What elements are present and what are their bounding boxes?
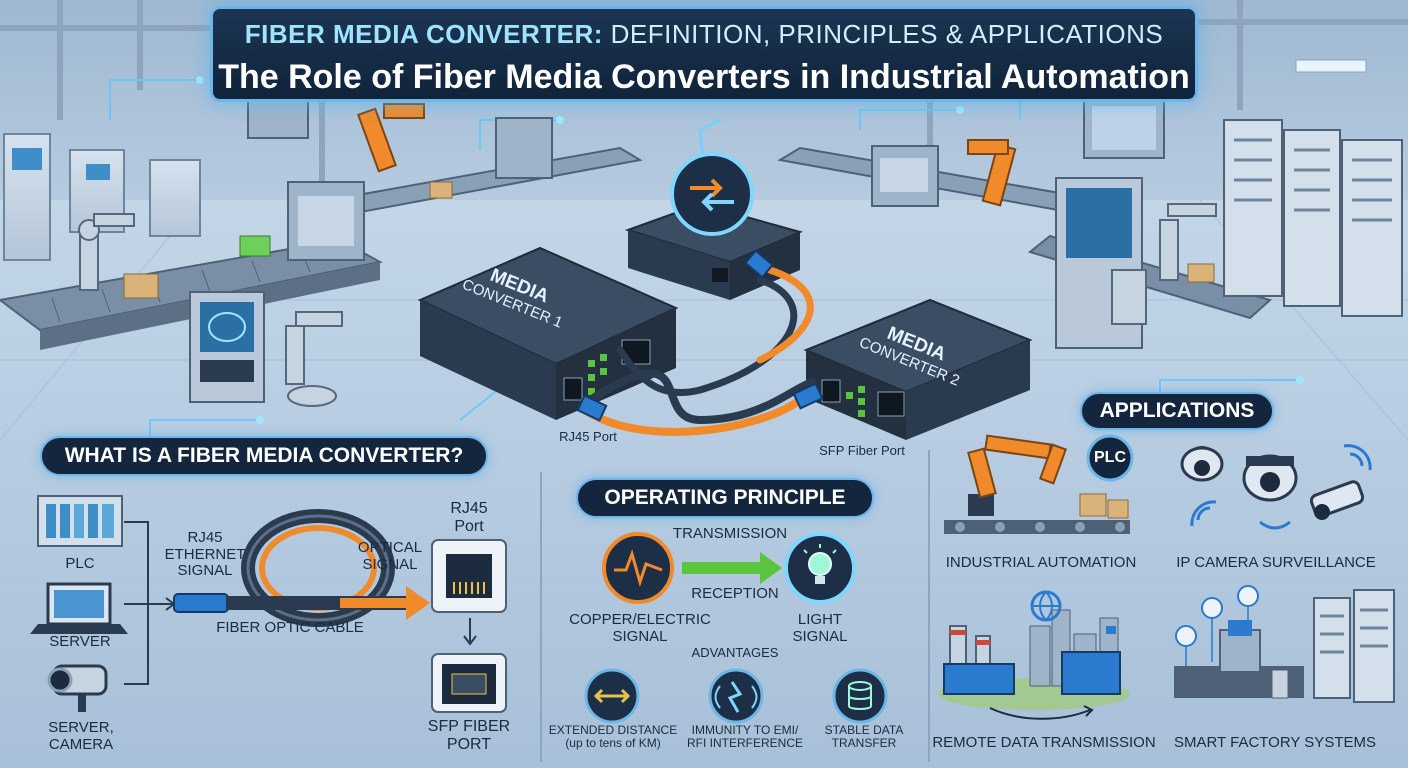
advantages-heading: ADVANTAGES [691,645,779,660]
plc-badge: PLC [1094,449,1126,466]
remote-data-transmission-icon [938,590,1130,720]
title-subheading: FIBER MEDIA CONVERTER: DEFINITION, PRINC… [213,19,1195,50]
advantage-1-line-2: (up to tens of KM) [565,736,661,751]
optical-signal-line-1: OPTICAL [357,539,423,556]
rj45-signal-line-2: ETHERNET [164,545,246,563]
light-signal-icon [784,532,856,604]
applications-diagram [938,434,1395,720]
app-smart-factory-label: SMART FACTORY SYSTEMS [1173,734,1376,751]
light-signal-line-2: SIGNAL [792,627,848,645]
light-signal-label: LIGHT SIGNAL [780,611,860,645]
fiber-optic-cable-label: FIBER OPTIC CABLE [216,619,364,636]
device-server-camera-line-1: SERVER, [48,719,114,736]
sfp-port-line-1: SFP FIBER [427,718,511,735]
advantage-emi-immunity: IMMUNITY TO EMI/ RFI INTERFERENCE [680,723,810,751]
rj45-port-callout: RJ45 Port [559,429,617,444]
plc-device-icon [37,495,123,547]
emi-immunity-icon [708,668,764,724]
rj45-signal-line-1: RJ45 [187,529,223,546]
converter-icon [670,152,754,236]
light-signal-line-1: LIGHT [797,611,843,628]
title-subheading-rest: DEFINITION, PRINCIPLES & APPLICATIONS [602,19,1164,49]
fiber-cables [578,266,816,436]
media-converter-2 [803,298,1033,440]
copper-signal-icon [602,532,674,604]
device-plc-label: PLC [65,555,95,572]
rj45-ethernet-signal-label: RJ45 ETHERNET SIGNAL [160,529,250,580]
advantage-extended-distance: EXTENDED DISTANCE (up to tens of KM) [546,723,680,751]
title-subheading-bold: FIBER MEDIA CONVERTER: [244,19,603,49]
divider-left [540,472,542,762]
optical-signal-label: OPTICAL SIGNAL [350,539,430,573]
rj45-port-line-2: Port [454,517,484,535]
divider-right [928,450,930,762]
camera-icon [47,664,108,712]
advantage-2-line-1: IMMUNITY TO EMI/ [691,723,799,737]
fiber-coil [241,509,395,627]
transmission-arrow [682,552,782,584]
device-server-camera-line-2: CAMERA [48,735,114,753]
copper-signal-line-2: SIGNAL [612,627,668,645]
page-title: The Role of Fiber Media Converters in In… [218,58,1190,96]
advantage-stable-data: STABLE DATA TRANSFER [814,723,914,751]
operating-principle-heading: OPERATING PRINCIPLE [576,478,874,518]
device-server-label: SERVER [49,633,111,650]
what-is-heading: WHAT IS A FIBER MEDIA CONVERTER? [40,436,488,476]
reception-label: RECEPTION [691,585,779,602]
stable-data-icon [832,668,888,724]
app-remote-data-label: REMOTE DATA TRANSMISSION [932,734,1156,751]
copper-signal-label: COPPER/ELECTRIC SIGNAL [556,611,724,645]
transmission-label: TRANSMISSION [672,525,788,542]
advantage-3-line-2: TRANSFER [831,736,897,751]
media-converter-1 [417,246,679,420]
rj45-port-icon [431,539,507,613]
advantage-1-line-1: EXTENDED DISTANCE [548,723,678,737]
app-industrial-automation-label: INDUSTRIAL AUTOMATION [945,554,1137,571]
copper-signal-line-1: COPPER/ELECTRIC [569,611,711,628]
sfp-fiber-port-label: SFP FIBER PORT [420,718,518,753]
device-server-camera-label: SERVER, CAMERA [36,719,126,753]
advantage-2-line-2: RFI INTERFERENCE [686,736,803,751]
sfp-port-icon [431,653,507,713]
ip-camera-icon [1180,444,1372,530]
sfp-port-line-2: PORT [446,735,492,753]
rj45-signal-line-3: SIGNAL [177,562,233,579]
optical-signal-line-2: SIGNAL [362,555,418,573]
rj45-port-label: RJ45 Port [432,500,506,535]
operating-diagram [584,532,888,724]
extended-distance-icon [584,668,640,724]
smart-factory-icon [1174,585,1395,703]
server-laptop-icon [30,582,128,634]
what-is-diagram [30,495,507,713]
rj45-port-line-1: RJ45 [450,500,488,517]
title-banner: FIBER MEDIA CONVERTER: DEFINITION, PRINC… [210,6,1198,102]
sfp-port-callout: SFP Fiber Port [819,443,905,458]
industrial-automation-icon [944,434,1134,534]
app-ip-camera-label: IP CAMERA SURVEILLANCE [1176,554,1376,571]
advantage-3-line-1: STABLE DATA [824,723,904,737]
applications-heading: APPLICATIONS [1080,392,1274,430]
